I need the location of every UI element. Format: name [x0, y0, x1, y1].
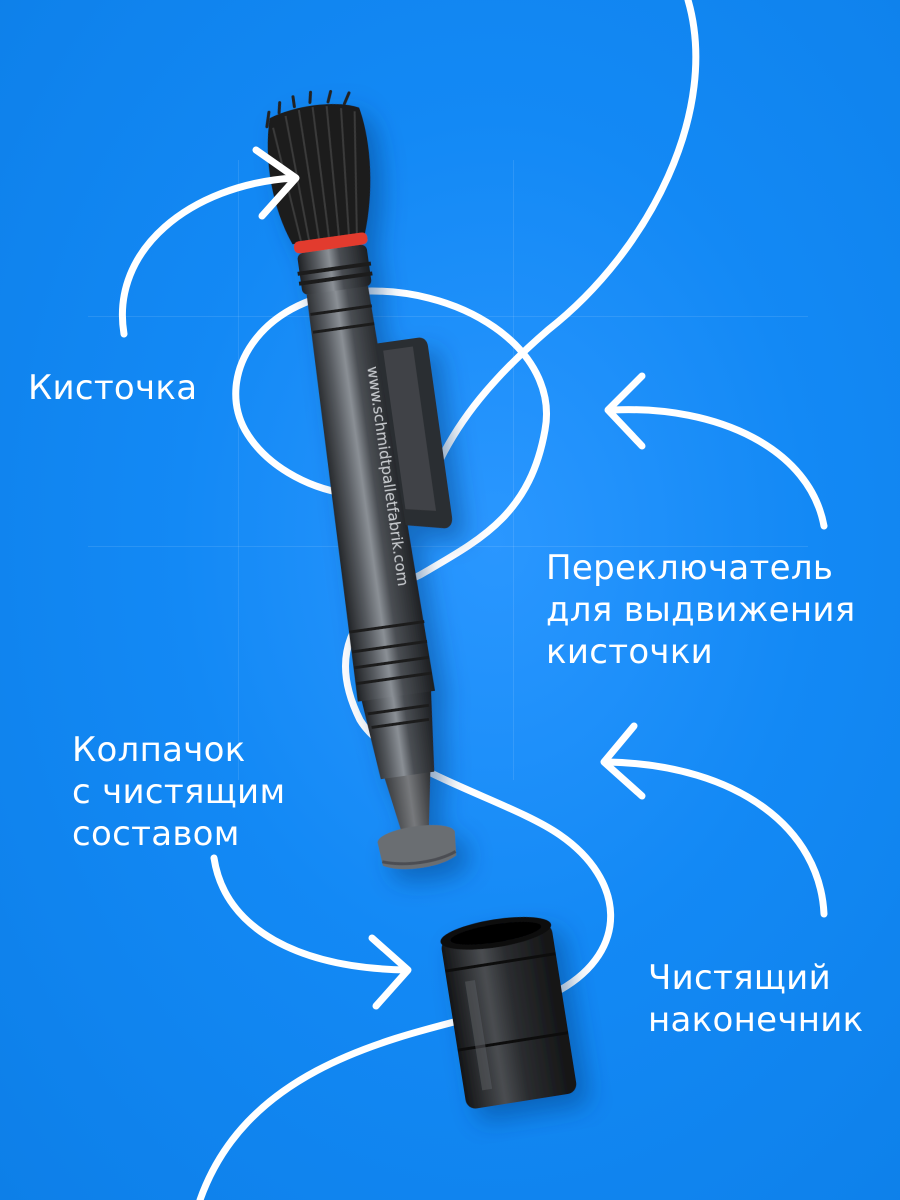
- arrow-to-brush-icon: [119, 146, 300, 338]
- guide-line-horizontal-top: [88, 316, 808, 317]
- cleaning-tip: [384, 772, 431, 837]
- lens-pen: www.schmidtpalletfabrik.com: [265, 89, 457, 870]
- guide-line-vertical-left: [238, 160, 239, 780]
- label-brush: Кисточка: [28, 368, 198, 408]
- label-slider-switch: Переключатель для выдвижения кисточки: [546, 548, 856, 672]
- pen-cap: [440, 916, 577, 1109]
- arrow-to-tip-icon: [600, 722, 828, 918]
- label-cap: Колпачок с чистящим составом: [72, 730, 286, 854]
- red-ring: [293, 232, 368, 254]
- label-cleaning-tip: Чистящий наконечник: [648, 958, 864, 1040]
- pen-barrel: [306, 286, 436, 702]
- guide-line-horizontal-mid: [88, 546, 808, 547]
- decorative-wave-line: [196, 0, 700, 1200]
- guide-line-vertical-right: [513, 160, 514, 780]
- arrow-to-cap-icon: [210, 854, 412, 1010]
- arrow-to-switch-icon: [604, 372, 828, 530]
